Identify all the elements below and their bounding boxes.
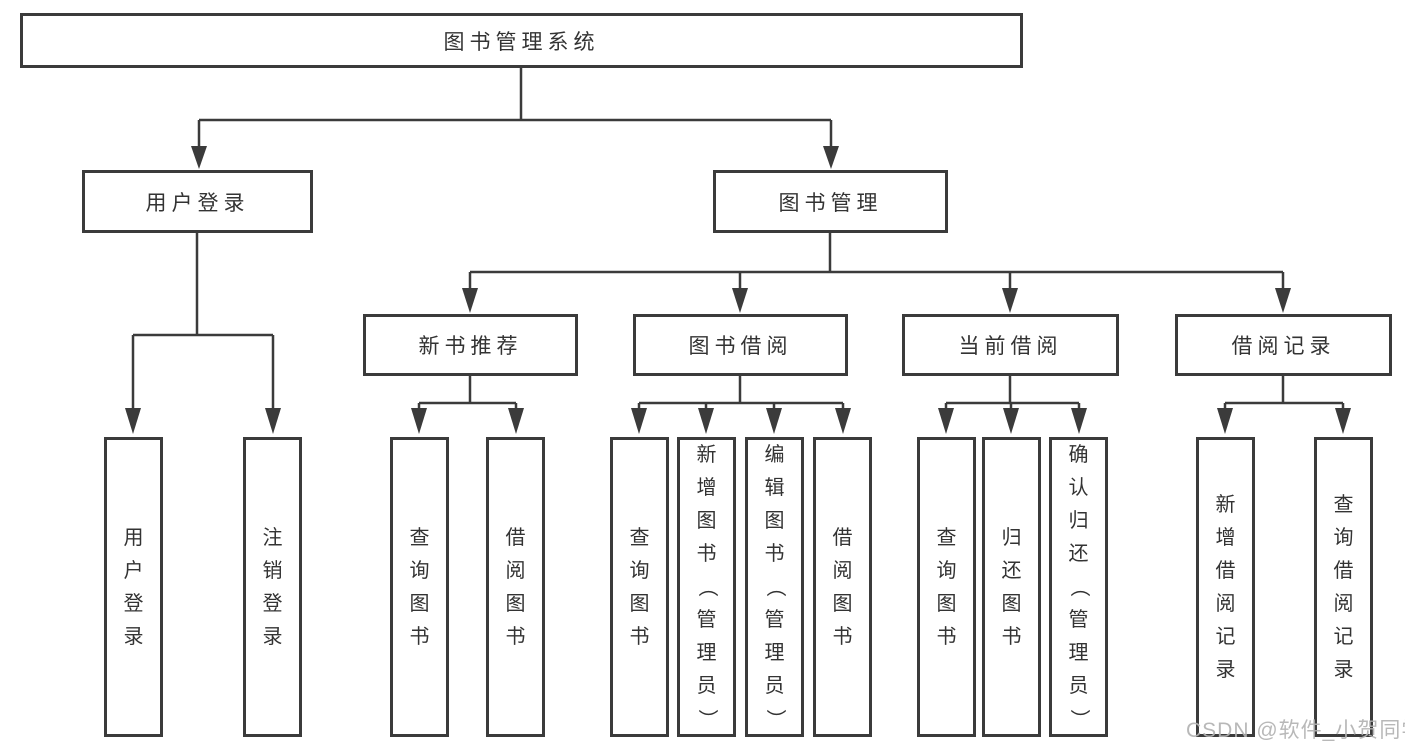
leaf-label: 确认归还（管理员） — [1067, 444, 1090, 729]
leaf-edit-books-admin: 编辑图书（管理员） — [745, 437, 804, 737]
leaf-label: 用户登录 — [123, 526, 144, 648]
watermark: CSDN @软件_小贺同学 — [1186, 719, 1405, 742]
leaf-label: 查询图书 — [629, 526, 650, 648]
leaf-add-borrow-record: 新增借阅记录 — [1196, 437, 1255, 737]
leaf-confirm-return-admin: 确认归还（管理员） — [1049, 437, 1108, 737]
connector-root — [197, 68, 833, 148]
leaf-user-login: 用户登录 — [104, 437, 163, 737]
node-root: 图书管理系统 — [20, 13, 1023, 68]
leaf-label: 归还图书 — [1001, 526, 1022, 648]
arrowheads — [125, 146, 1351, 434]
leaf-logout: 注销登录 — [243, 437, 302, 737]
leaf-query-books-borrow: 查询图书 — [610, 437, 669, 737]
node-user-login: 用户登录 — [82, 170, 313, 233]
connector-book-management — [468, 233, 1285, 290]
leaf-label: 查询图书 — [936, 526, 957, 648]
leaf-return-books: 归还图书 — [982, 437, 1041, 737]
leaf-borrow-books-recommend: 借阅图书 — [486, 437, 545, 737]
leaf-label: 注销登录 — [262, 526, 283, 648]
leaf-add-books-admin: 新增图书（管理员） — [677, 437, 736, 737]
connector-borrow-records — [1223, 376, 1345, 410]
leaf-label: 借阅图书 — [505, 526, 526, 648]
leaf-label: 编辑图书（管理员） — [763, 444, 786, 729]
leaf-label: 借阅图书 — [832, 526, 853, 648]
leaf-label: 查询图书 — [409, 526, 430, 648]
node-borrow-records: 借阅记录 — [1175, 314, 1392, 376]
leaf-label: 新增借阅记录 — [1215, 493, 1236, 681]
connector-book-borrow — [637, 376, 845, 410]
node-new-book-recommend: 新书推荐 — [363, 314, 578, 376]
node-book-management: 图书管理 — [713, 170, 948, 233]
node-book-borrow: 图书借阅 — [633, 314, 848, 376]
connector-user-login — [131, 233, 275, 410]
leaf-label: 查询借阅记录 — [1333, 493, 1354, 681]
leaf-borrow-books: 借阅图书 — [813, 437, 872, 737]
leaf-query-borrow-record: 查询借阅记录 — [1314, 437, 1373, 737]
leaf-query-books-recommend: 查询图书 — [390, 437, 449, 737]
connector-new-book — [417, 376, 518, 410]
connector-current-borrow — [944, 376, 1081, 410]
leaf-label: 新增图书（管理员） — [695, 444, 718, 729]
node-current-borrow: 当前借阅 — [902, 314, 1119, 376]
leaf-query-books-current: 查询图书 — [917, 437, 976, 737]
